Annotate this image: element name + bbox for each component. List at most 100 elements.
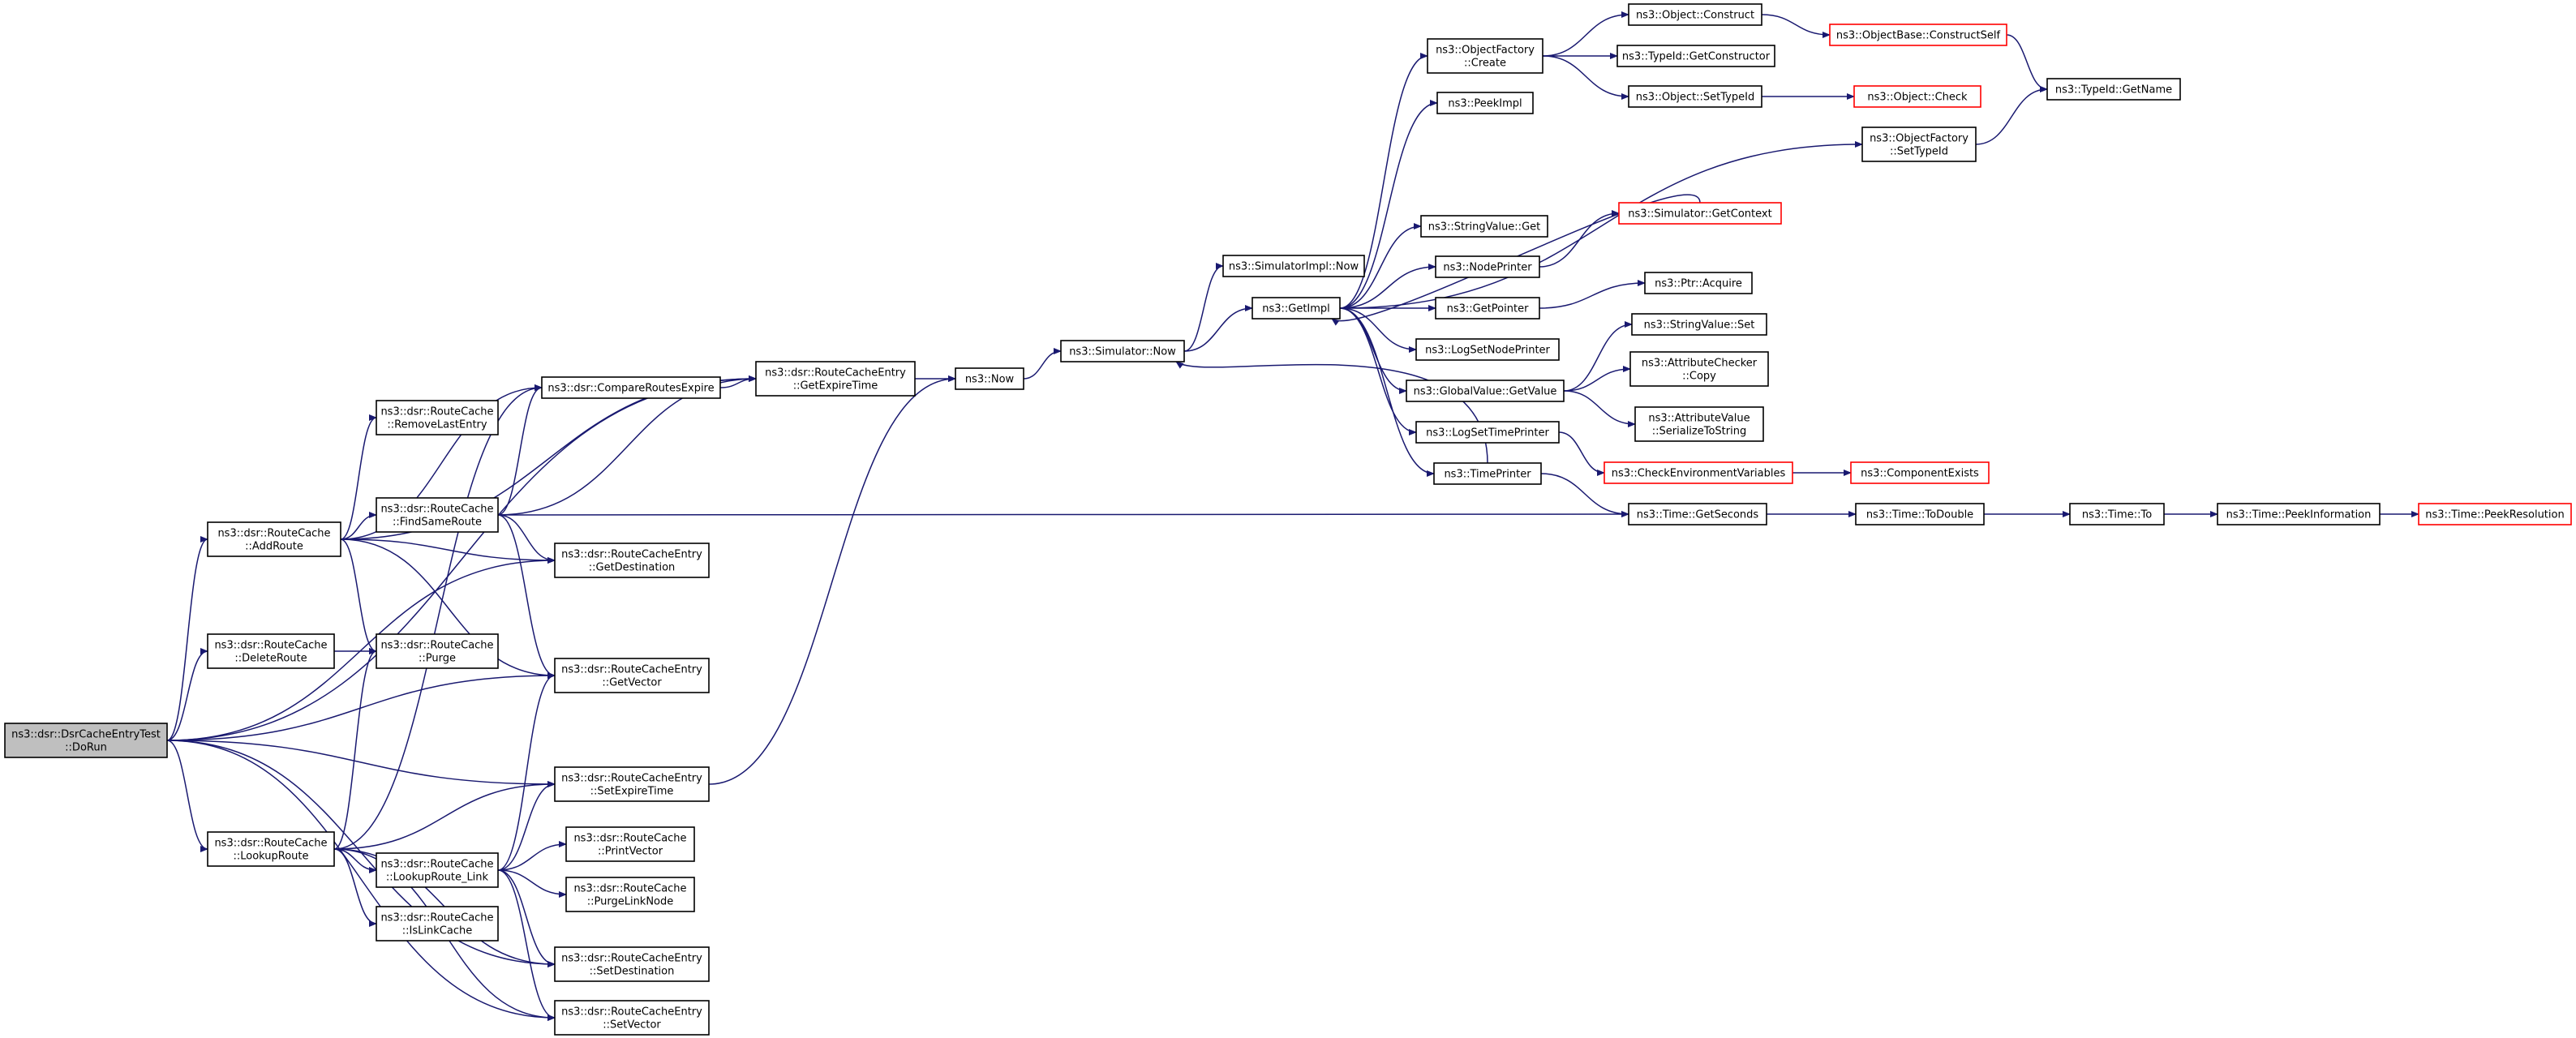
node-simnow[interactable]: ns3::Simulator::Now bbox=[1060, 340, 1185, 362]
node-peekimpl[interactable]: ns3::PeekImpl bbox=[1436, 92, 1534, 114]
node-label-getcontext-0: ns3::Simulator::GetContext bbox=[1628, 208, 1771, 221]
edge-objconstruct-to-constructself bbox=[1761, 14, 1831, 38]
node-checkenv[interactable]: ns3::CheckEnvironmentVariables bbox=[1604, 461, 1793, 484]
edge-addroute-to-purge bbox=[340, 538, 377, 654]
node-attrser[interactable]: ns3::AttributeValue::SerializeToString bbox=[1634, 406, 1764, 442]
edge-lookuproute-to-purge bbox=[333, 648, 377, 850]
node-peekres[interactable]: ns3::Time::PeekResolution bbox=[2418, 503, 2572, 525]
node-nodeprinter[interactable]: ns3::NodePrinter bbox=[1435, 255, 1540, 278]
node-box-constructself bbox=[1829, 24, 2007, 46]
node-box-lognodeprinter bbox=[1415, 338, 1560, 361]
node-label-setexpire-1: ::SetExpireTime bbox=[590, 786, 674, 798]
node-label-setvector-0: ns3::dsr::RouteCacheEntry bbox=[561, 1006, 702, 1019]
node-lookuplink[interactable]: ns3::dsr::RouteCache::LookupRoute_Link bbox=[376, 852, 499, 888]
node-label-strget-0: ns3::StringValue::Get bbox=[1428, 221, 1540, 234]
node-getdest[interactable]: ns3::dsr::RouteCacheEntry::GetDestinatio… bbox=[554, 543, 710, 578]
node-box-getpointer bbox=[1435, 297, 1540, 320]
edge-lookuplink-to-setvector bbox=[497, 869, 556, 1021]
node-box-removelast bbox=[376, 400, 499, 435]
node-ptracquire[interactable]: ns3::Ptr::Acquire bbox=[1644, 272, 1753, 294]
node-now[interactable]: ns3::Now bbox=[955, 367, 1024, 390]
node-setexpire[interactable]: ns3::dsr::RouteCacheEntry::SetExpireTime bbox=[554, 766, 710, 802]
node-logtimeprinter[interactable]: ns3::LogSetTimePrinter bbox=[1415, 421, 1560, 444]
node-addroute[interactable]: ns3::dsr::RouteCache::AddRoute bbox=[207, 521, 341, 557]
node-label-getconstructor-0: ns3::TypeId::GetConstructor bbox=[1622, 51, 1771, 63]
node-label-peekimpl-0: ns3::PeekImpl bbox=[1448, 98, 1522, 110]
node-getexpire[interactable]: ns3::dsr::RouteCacheEntry::GetExpireTime bbox=[755, 361, 916, 397]
node-deleteroute[interactable]: ns3::dsr::RouteCache::DeleteRoute bbox=[207, 633, 335, 669]
node-strget[interactable]: ns3::StringValue::Get bbox=[1420, 215, 1548, 238]
node-peekinfo[interactable]: ns3::Time::PeekInformation bbox=[2217, 503, 2381, 525]
edge-gvget-to-strset bbox=[1563, 321, 1633, 392]
node-label-attrcopy-1: ::Copy bbox=[1682, 371, 1716, 383]
node-label-islink-1: ::IsLinkCache bbox=[402, 925, 472, 937]
node-label-setdest-0: ns3::dsr::RouteCacheEntry bbox=[561, 953, 702, 965]
node-objsettypeid[interactable]: ns3::Object::SetTypeId bbox=[1628, 85, 1762, 108]
node-box-strset bbox=[1631, 313, 1767, 336]
node-lookuproute[interactable]: ns3::dsr::RouteCache::LookupRoute bbox=[207, 831, 335, 867]
edge-getimpl-to-strget bbox=[1339, 223, 1422, 309]
node-box-deleteroute bbox=[207, 633, 335, 669]
node-compare[interactable]: ns3::dsr::CompareRoutesExpire bbox=[541, 376, 721, 399]
node-label-lognodeprinter-0: ns3::LogSetNodePrinter bbox=[1425, 345, 1550, 357]
node-label-getvector-0: ns3::dsr::RouteCacheEntry bbox=[561, 664, 702, 676]
node-gvget[interactable]: ns3::GlobalValue::GetValue bbox=[1406, 380, 1565, 402]
node-getconstructor[interactable]: ns3::TypeId::GetConstructor bbox=[1616, 45, 1775, 67]
node-box-objsettypeid bbox=[1628, 85, 1762, 108]
node-printvector[interactable]: ns3::dsr::RouteCache::PrintVector bbox=[565, 826, 695, 862]
edge-findsame-to-compare bbox=[497, 384, 543, 516]
node-removelast[interactable]: ns3::dsr::RouteCache::RemoveLastEntry bbox=[376, 400, 499, 435]
edge-timeprinter-to-getseconds bbox=[1540, 473, 1629, 517]
node-timeto[interactable]: ns3::Time::To bbox=[2069, 503, 2165, 525]
node-setvector[interactable]: ns3::dsr::RouteCacheEntry::SetVector bbox=[554, 1000, 710, 1036]
edge-gvget-to-attrser bbox=[1563, 390, 1636, 427]
node-findsame[interactable]: ns3::dsr::RouteCache::FindSameRoute bbox=[376, 497, 499, 533]
node-box-addroute bbox=[207, 521, 341, 557]
node-getcontext[interactable]: ns3::Simulator::GetContext bbox=[1618, 202, 1782, 225]
node-label-printvector-1: ::PrintVector bbox=[598, 846, 663, 858]
node-box-compare bbox=[541, 376, 721, 399]
edge-logtimeprinter-to-checkenv bbox=[1558, 431, 1605, 476]
node-getvector[interactable]: ns3::dsr::RouteCacheEntry::GetVector bbox=[554, 658, 710, 693]
node-ofsettypeid[interactable]: ns3::ObjectFactory::SetTypeId bbox=[1861, 127, 1977, 162]
node-label-attrser-0: ns3::AttributeValue bbox=[1648, 413, 1750, 425]
edge-dorun-to-setexpire bbox=[166, 740, 556, 787]
node-box-getvector bbox=[554, 658, 710, 693]
node-getpointer[interactable]: ns3::GetPointer bbox=[1435, 297, 1540, 320]
node-ofcreate[interactable]: ns3::ObjectFactory::Create bbox=[1427, 38, 1543, 74]
node-timeprinter[interactable]: ns3::TimePrinter bbox=[1433, 462, 1542, 485]
node-todouble[interactable]: ns3::Time::ToDouble bbox=[1855, 503, 1985, 525]
node-box-checkenv bbox=[1604, 461, 1793, 484]
node-box-peekimpl bbox=[1436, 92, 1534, 114]
node-purgelink[interactable]: ns3::dsr::RouteCache::PurgeLinkNode bbox=[565, 877, 695, 912]
edge-getimpl-to-ofcreate bbox=[1339, 53, 1428, 309]
node-strset[interactable]: ns3::StringValue::Set bbox=[1631, 313, 1767, 336]
node-label-getvector-1: ::GetVector bbox=[602, 677, 662, 689]
edge-lookuproute-to-compare bbox=[333, 384, 543, 850]
node-box-compexists bbox=[1850, 461, 1990, 484]
node-simimplnow[interactable]: ns3::SimulatorImpl::Now bbox=[1222, 255, 1365, 277]
node-constructself[interactable]: ns3::ObjectBase::ConstructSelf bbox=[1829, 24, 2007, 46]
node-islink[interactable]: ns3::dsr::RouteCache::IsLinkCache bbox=[376, 906, 499, 941]
node-label-purgelink-1: ::PurgeLinkNode bbox=[587, 896, 674, 908]
node-purge[interactable]: ns3::dsr::RouteCache::Purge bbox=[376, 633, 499, 669]
edge-nodeprinter-to-getcontext bbox=[1539, 210, 1620, 268]
node-getimpl[interactable]: ns3::GetImpl bbox=[1252, 297, 1341, 320]
node-dorun[interactable]: ns3::dsr::DsrCacheEntryTest::DoRun bbox=[4, 723, 168, 758]
edge-findsame-to-getexpire bbox=[497, 375, 757, 516]
node-box-setexpire bbox=[554, 766, 710, 802]
node-setdest[interactable]: ns3::dsr::RouteCacheEntry::SetDestinatio… bbox=[554, 946, 710, 982]
function-nodes: ns3::dsr::DsrCacheEntryTest::DoRunns3::d… bbox=[4, 3, 2572, 1036]
node-objconstruct[interactable]: ns3::Object::Construct bbox=[1628, 3, 1762, 26]
node-getname[interactable]: ns3::TypeId::GetName bbox=[2046, 78, 2181, 101]
node-attrcopy[interactable]: ns3::AttributeChecker::Copy bbox=[1629, 351, 1769, 387]
node-compexists[interactable]: ns3::ComponentExists bbox=[1850, 461, 1990, 484]
node-getseconds[interactable]: ns3::Time::GetSeconds bbox=[1628, 503, 1767, 525]
node-box-now bbox=[955, 367, 1024, 390]
node-box-purge bbox=[376, 633, 499, 669]
node-label-objcheck-0: ns3::Object::Check bbox=[1867, 92, 1968, 104]
node-box-printvector bbox=[565, 826, 695, 862]
node-objcheck[interactable]: ns3::Object::Check bbox=[1853, 85, 1981, 108]
node-lognodeprinter[interactable]: ns3::LogSetNodePrinter bbox=[1415, 338, 1560, 361]
edge-findsame-to-getdest bbox=[497, 514, 556, 564]
